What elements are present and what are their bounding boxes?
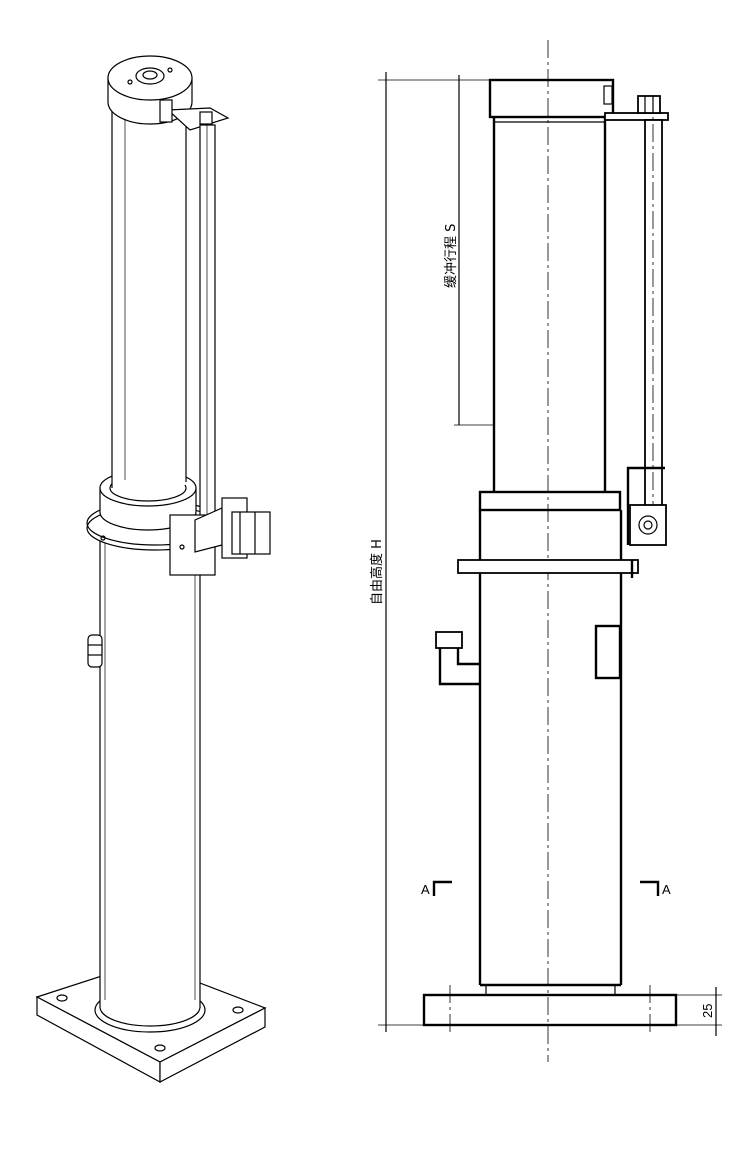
dimension-stroke: 缓冲行程 S	[444, 75, 494, 426]
switch-rod-assembly	[603, 85, 669, 578]
iso-side-fitting	[87, 634, 103, 668]
lower-tube	[478, 510, 623, 995]
side-fitting	[435, 631, 480, 686]
dimension-free-height: 自由高度 H	[369, 72, 490, 1032]
top-cap	[488, 78, 615, 119]
iso-upper-tube	[111, 95, 187, 488]
dimension-base-thickness: 25	[676, 987, 722, 1036]
upper-tube	[492, 117, 607, 492]
base-plate	[422, 985, 678, 1035]
section-label-right: A	[662, 882, 671, 897]
section-label-left: A	[421, 882, 430, 897]
base-thickness-label: 25	[700, 1004, 715, 1018]
iso-lower-tube	[99, 530, 201, 1008]
collar	[478, 490, 622, 512]
free-height-label: 自由高度 H	[369, 539, 385, 605]
section-mark-right: A	[640, 880, 671, 897]
stroke-label: 缓冲行程 S	[444, 224, 459, 288]
flange	[457, 559, 639, 574]
side-window	[594, 624, 622, 680]
iso-rod-assembly	[159, 99, 271, 576]
isometric-view	[35, 55, 271, 1084]
section-mark-left: A	[421, 880, 452, 897]
front-view: A A 自由高度 H 缓冲行程 S 25	[369, 40, 722, 1062]
